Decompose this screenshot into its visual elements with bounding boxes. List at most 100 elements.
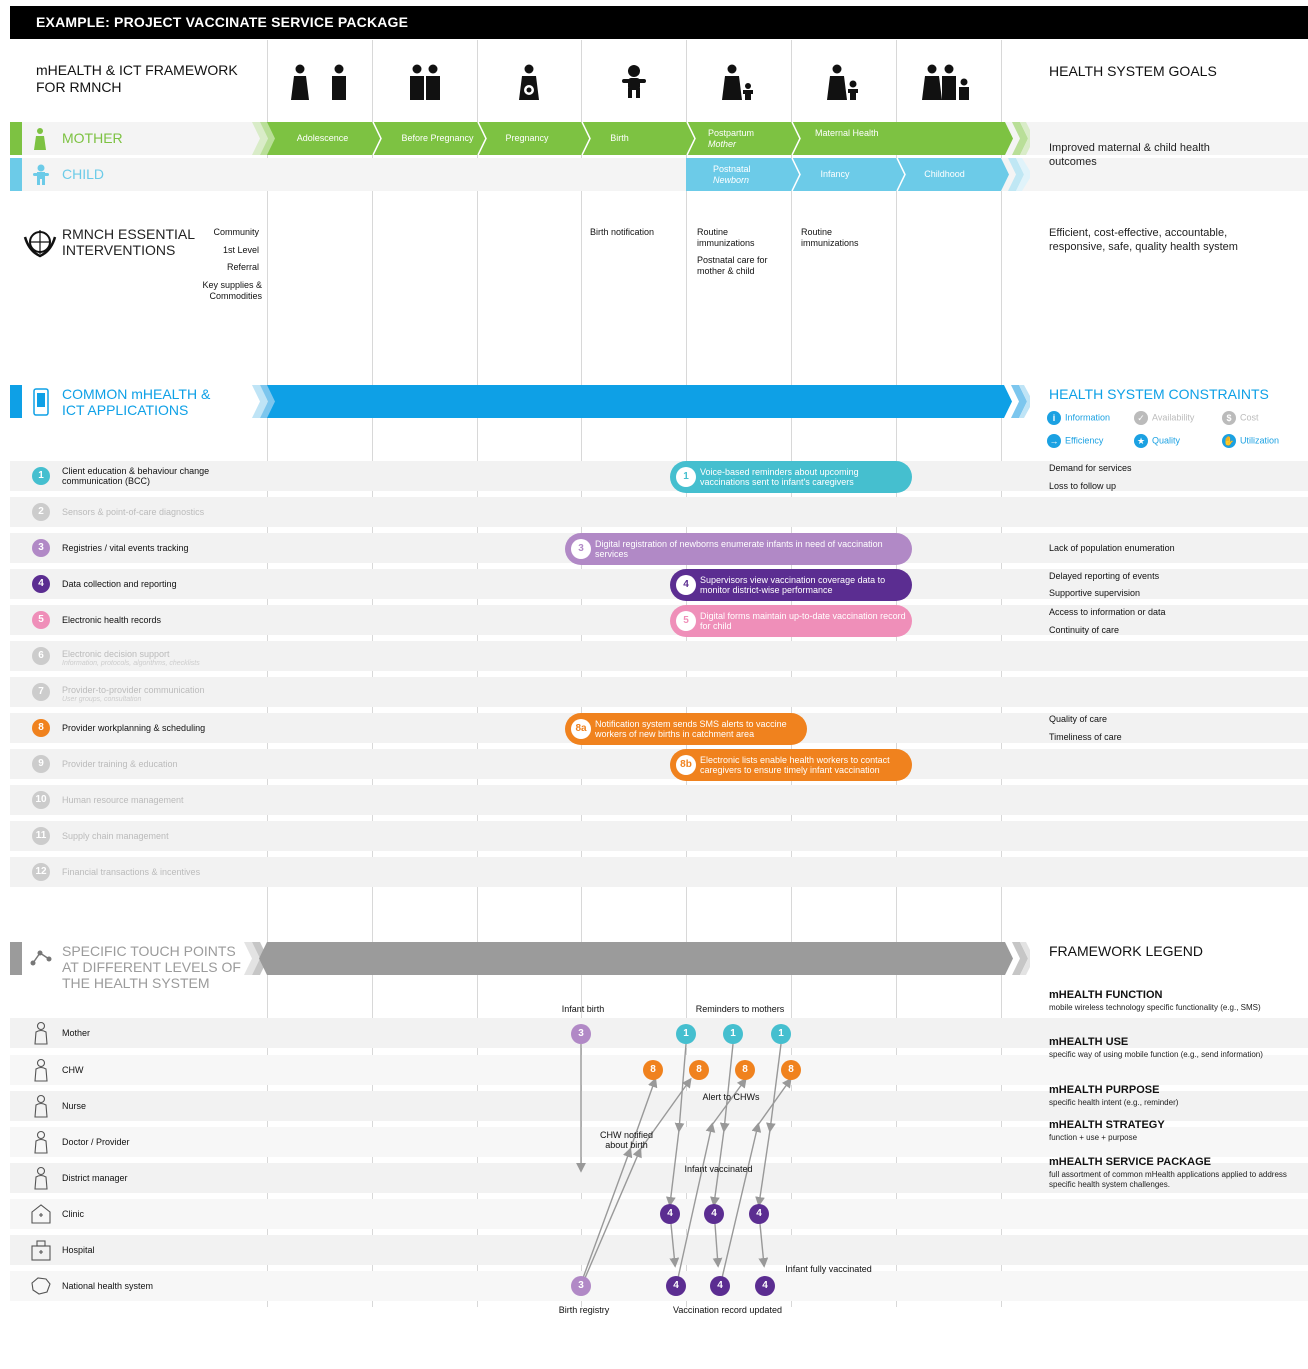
mother-infant-icon bbox=[827, 64, 858, 100]
app-label-text: Client education & behaviour change comm… bbox=[62, 466, 210, 486]
app-label: Provider training & education bbox=[62, 759, 242, 769]
app-row bbox=[10, 569, 1308, 599]
clinic-icon bbox=[30, 1202, 52, 1226]
constraints-title: HEALTH SYSTEM CONSTRAINTS bbox=[1049, 386, 1269, 402]
touch-point-label: Clinic bbox=[62, 1209, 85, 1219]
legend-title: FRAMEWORK LEGEND bbox=[1049, 943, 1204, 959]
legend-strategy-desc: function + use + purpose bbox=[1049, 1133, 1138, 1142]
flow-node-workplan: 8 bbox=[781, 1060, 801, 1080]
constraint-text: Loss to follow up bbox=[1049, 481, 1117, 491]
constraint-information-label: Information bbox=[1065, 412, 1111, 423]
grid-line bbox=[1001, 40, 1002, 1307]
mother-stripe bbox=[10, 122, 22, 155]
mother-figure-icon bbox=[30, 1021, 52, 1045]
constraint-availability: ✓Availability bbox=[1134, 411, 1194, 425]
constraint-efficiency: →Efficiency bbox=[1047, 434, 1103, 448]
rmnch-birth-notification: Birth notification bbox=[590, 227, 655, 237]
touch-point-label: National health system bbox=[62, 1281, 154, 1291]
app-number-badge: 7 bbox=[32, 683, 50, 701]
flow-node-workplan: 8 bbox=[735, 1060, 755, 1080]
stage-postnatal-label: Postnatal bbox=[713, 164, 751, 174]
app-number-badge: 5 bbox=[32, 611, 50, 629]
goal-system: Efficient, cost-effective, accountable, … bbox=[1049, 227, 1238, 253]
app-label-sub: User groups, consultation bbox=[62, 696, 142, 703]
annotation-record-updated: Vaccination record updated bbox=[673, 1305, 782, 1315]
stage-adolescence: Adolescence bbox=[296, 133, 349, 143]
app-label-text: Provider training & education bbox=[62, 759, 178, 769]
stage-postpartum: Postpartum Mother bbox=[708, 128, 754, 150]
touch-point-row bbox=[10, 1271, 1308, 1301]
child-label: CHILD bbox=[62, 166, 105, 182]
constraint-text: Supportive supervision bbox=[1049, 588, 1141, 598]
app-row bbox=[10, 641, 1308, 671]
app-label-text: Data collection and reporting bbox=[62, 579, 177, 589]
app-row bbox=[10, 497, 1308, 527]
dollar-icon: $ bbox=[1222, 411, 1236, 425]
touch-band-shape bbox=[244, 942, 1030, 975]
app-label-text: Registries / vital events tracking bbox=[62, 543, 189, 553]
stage-postpartum-label: Postpartum bbox=[708, 128, 755, 138]
constraint-quality: ★Quality bbox=[1134, 434, 1180, 448]
pill-text: Supervisors view vaccination coverage da… bbox=[700, 575, 886, 595]
touch-point-row bbox=[10, 1235, 1308, 1265]
grid-line bbox=[791, 40, 792, 1307]
app-row bbox=[10, 461, 1308, 491]
touch-point-label: District manager bbox=[62, 1173, 128, 1183]
rmnch-routine-immunizations: Routine immunizations bbox=[697, 227, 755, 248]
flow-node-data: 4 bbox=[749, 1204, 769, 1224]
flow-node-reminder: 1 bbox=[723, 1024, 743, 1044]
app-number-badge: 6 bbox=[32, 647, 50, 665]
grid-line bbox=[686, 40, 687, 1307]
touch-point-row bbox=[10, 1163, 1308, 1193]
flow-node-reminder: 1 bbox=[676, 1024, 696, 1044]
app-number-badge: 9 bbox=[32, 755, 50, 773]
app-number-badge: 4 bbox=[32, 575, 50, 593]
legend-function-title: mHEALTH FUNCTION bbox=[1049, 989, 1163, 1001]
flow-node-data: 4 bbox=[704, 1204, 724, 1224]
flow-node-registry: 3 bbox=[571, 1024, 591, 1044]
app-label: Supply chain management bbox=[62, 831, 242, 841]
hospital-icon bbox=[30, 1238, 52, 1262]
pill-text: Digital forms maintain up-to-date vaccin… bbox=[700, 611, 906, 631]
touch-point-label: Nurse bbox=[62, 1101, 87, 1111]
who-logo-icon bbox=[23, 230, 57, 258]
pill-number: 1 bbox=[676, 467, 696, 487]
app-label-text: Electronic health records bbox=[62, 615, 162, 625]
annotation-infant-vaccinated: Infant vaccinated bbox=[684, 1164, 753, 1174]
constraint-utilization: ✋Utilization bbox=[1222, 434, 1279, 448]
annotation-alert: Alert to CHWs bbox=[702, 1092, 760, 1102]
pill-text: Voice-based reminders about upcoming vac… bbox=[700, 467, 859, 487]
pill-number: 4 bbox=[676, 575, 696, 595]
app-label: Provider workplanning & scheduling bbox=[62, 723, 242, 733]
stage-infancy: Infancy bbox=[820, 169, 850, 179]
flow-node-workplan: 8 bbox=[643, 1060, 663, 1080]
doctor-figure-icon bbox=[30, 1130, 52, 1154]
stage-childhood: Childhood bbox=[924, 169, 965, 179]
stage-before-pregnancy: Before Pregnancy bbox=[401, 133, 474, 143]
constraint-cost-label: Cost bbox=[1240, 412, 1259, 423]
app-number-badge: 1 bbox=[32, 467, 50, 485]
child-icon bbox=[33, 164, 49, 185]
mother-icon bbox=[34, 128, 46, 150]
goals-title: HEALTH SYSTEM GOALS bbox=[1049, 63, 1217, 79]
stage-birth: Birth bbox=[610, 133, 629, 143]
chw-figure-icon bbox=[30, 1058, 52, 1082]
grid-line bbox=[581, 40, 582, 1307]
app-label: Financial transactions & incentives bbox=[62, 867, 242, 877]
app-row bbox=[10, 785, 1308, 815]
arrow-icon: → bbox=[1047, 434, 1061, 448]
apps-title: COMMON mHEALTH & ICT APPLICATIONS bbox=[62, 386, 211, 418]
pill-number: 3 bbox=[571, 539, 591, 559]
nurse-figure-icon bbox=[30, 1094, 52, 1118]
constraint-text: Access to information or data bbox=[1049, 607, 1166, 617]
app-number-badge: 10 bbox=[32, 791, 50, 809]
touch-title: SPECIFIC TOUCH POINTS AT DIFFERENT LEVEL… bbox=[62, 943, 241, 991]
app-label-sub: Information, protocols, algorithms, chec… bbox=[62, 660, 200, 667]
pill-text: Electronic lists enable health workers t… bbox=[700, 755, 890, 775]
info-icon: i bbox=[1047, 411, 1061, 425]
app-label-text: Provider workplanning & scheduling bbox=[62, 723, 206, 733]
